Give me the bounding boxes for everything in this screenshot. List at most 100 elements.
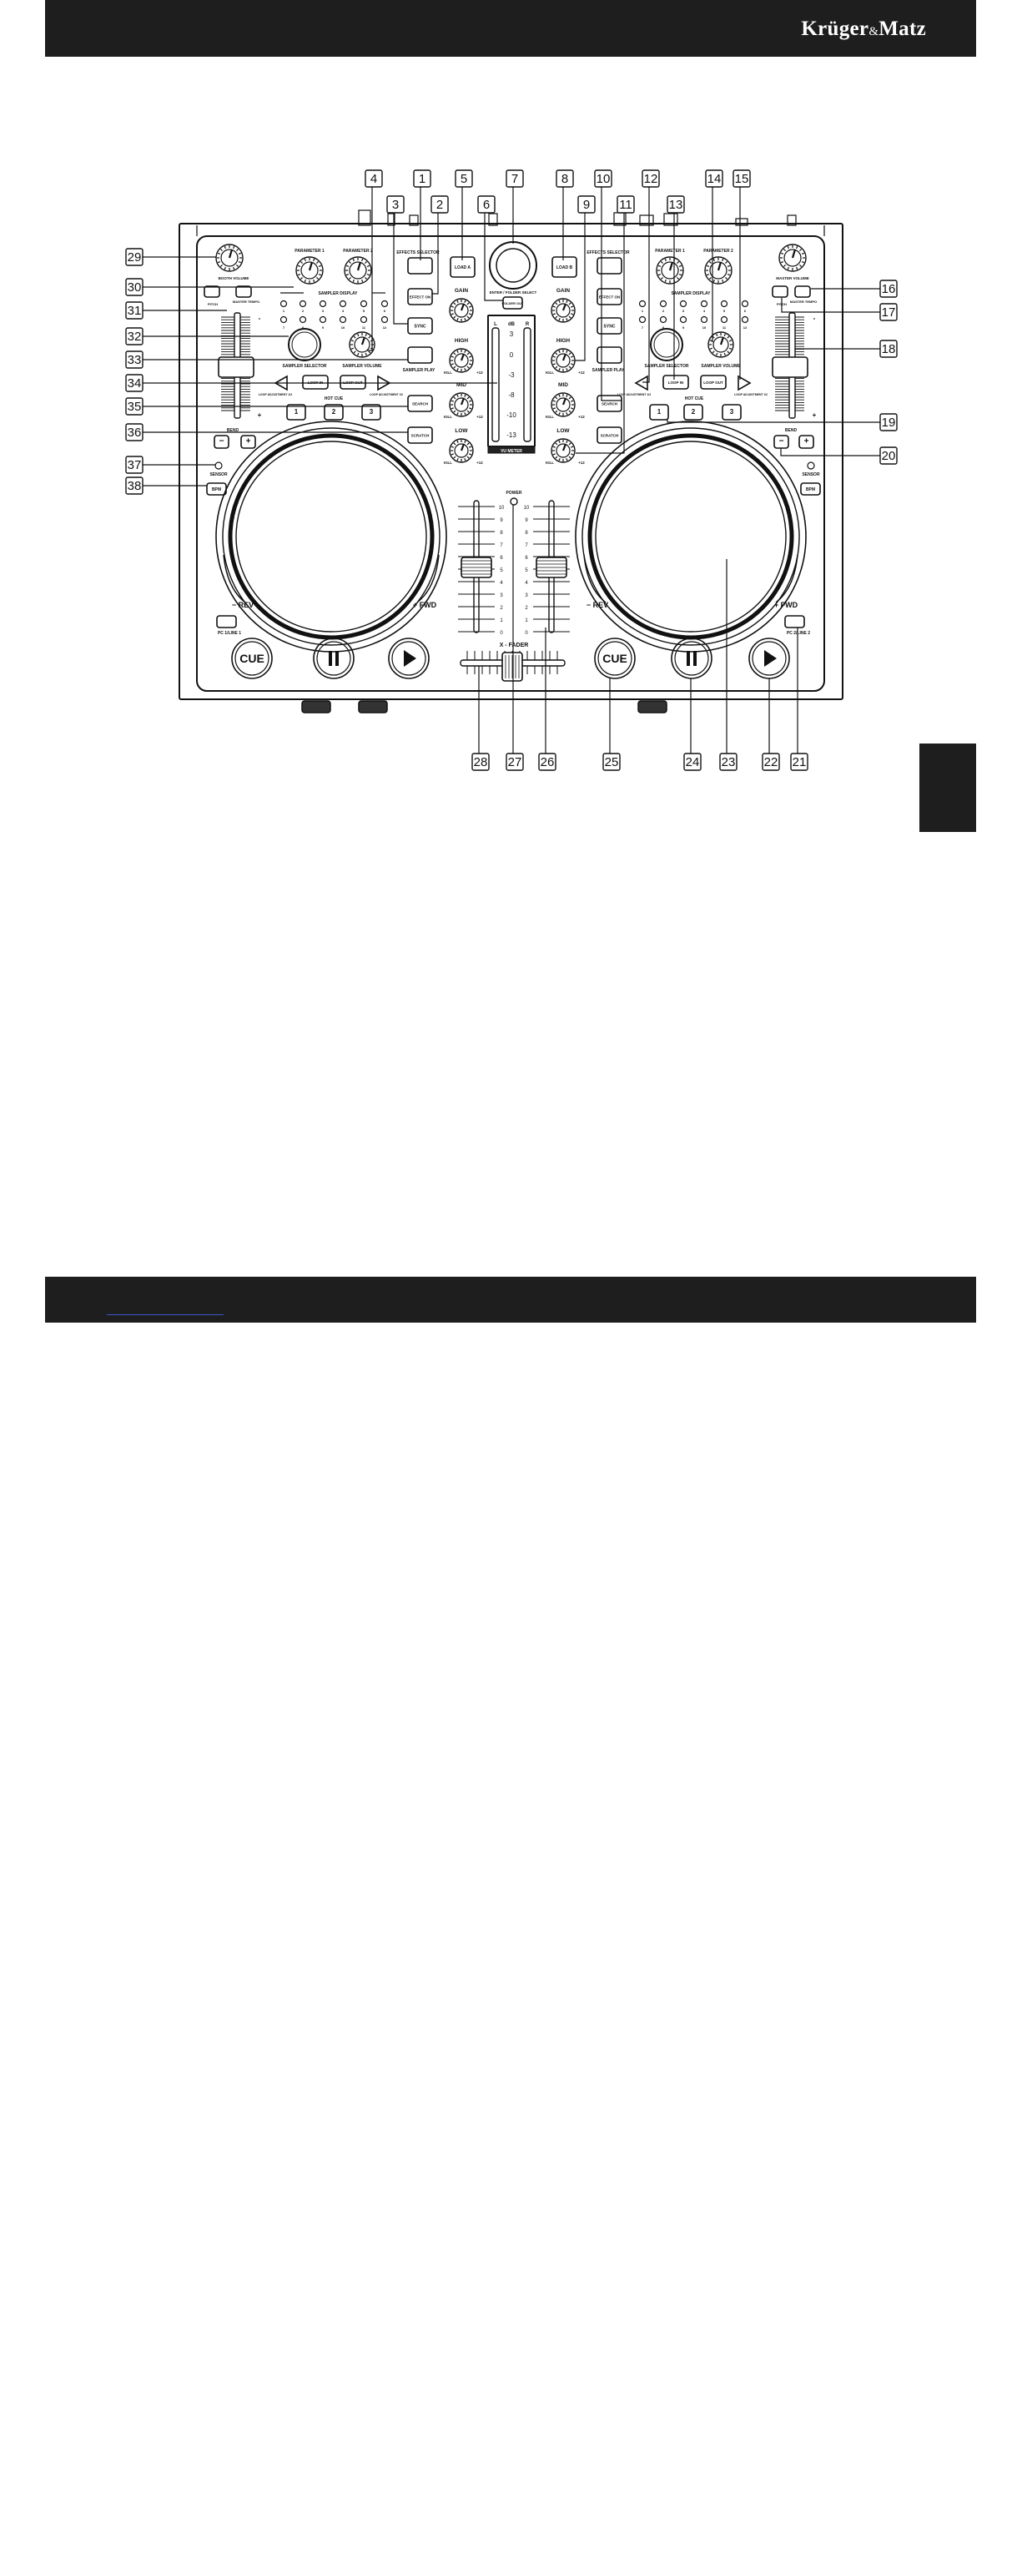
callout-number-10: 10 [597, 172, 611, 186]
fader-scale-right: 5 [525, 568, 528, 573]
mid-knob-a-grip [466, 396, 470, 400]
loop-out-button-left [340, 375, 366, 390]
pause-button-left-inner [316, 641, 351, 676]
callout-box-9 [577, 195, 596, 214]
callout-number-28: 28 [474, 755, 488, 769]
mid-knob-b-grip [558, 394, 561, 397]
parameter-1-knob-left-grip [313, 279, 315, 283]
parameter-2-knob-left-grip [345, 265, 350, 267]
callout-box-10 [594, 169, 612, 188]
bend-minus-right-label: − [779, 437, 784, 446]
low-label-b: LOW [556, 428, 570, 434]
mid-knob-a-grip [466, 410, 470, 413]
rear-connector [358, 209, 371, 226]
callout-box-12 [642, 169, 660, 188]
sampler-volume-knob-left-grip [353, 350, 356, 354]
sensor-led-left [214, 461, 223, 470]
jog-wheel-right-outer-ring [575, 421, 807, 653]
gain-knob-a-grip [453, 315, 456, 319]
callout-box-35 [125, 397, 143, 416]
play-button-left-outer [388, 638, 430, 679]
sampler-led-number: 6 [384, 309, 386, 313]
sampler-led-number: 1 [283, 309, 285, 313]
sampler-led-number: 3 [682, 309, 685, 313]
callout-number-38: 38 [128, 479, 142, 493]
sampler-volume-knob-right-cap [712, 336, 729, 353]
low-knob-a-grip [464, 458, 466, 461]
parameter-1-label-right: PARAMETER 1 [655, 249, 685, 254]
rear-connector [639, 214, 654, 226]
callout-box-16 [879, 280, 898, 298]
hot-cue-label-left: HOT CUE [325, 396, 344, 401]
mid-knob-b-grip [555, 396, 558, 400]
loop-adjust-left-arrow-right [634, 375, 648, 391]
parameter-1-knob-right-grip [660, 277, 663, 280]
callout-box-5 [455, 169, 473, 188]
mid-knob-a-grip [464, 412, 466, 416]
high-knob-a-grip [451, 363, 454, 365]
plus12-label-a: +12 [476, 415, 483, 419]
mid-knob-b-grip [566, 394, 568, 397]
kill-label-a: KILL [444, 461, 452, 465]
sampler-led-number: 7 [642, 325, 644, 330]
low-knob-b-grip [571, 453, 574, 456]
sync-button-right [597, 317, 622, 335]
master-volume-knob-grip [799, 265, 803, 268]
callout-box-18 [879, 340, 898, 358]
callout-box-31 [125, 301, 143, 320]
sampler-volume-knob-right-grip [727, 335, 730, 339]
callout-leader-17 [781, 298, 880, 313]
callout-box-17 [879, 303, 898, 321]
pitch-fader-cap-right [772, 356, 808, 378]
high-knob-a [449, 348, 474, 373]
vu-meter-left-bar [491, 327, 500, 442]
high-knob-b-grip [566, 350, 568, 353]
page-number-box [921, 2553, 972, 2576]
hot-cue-button-right-label: 2 [692, 408, 696, 416]
bend-label-left: BEND [227, 428, 239, 433]
callout-number-32: 32 [128, 330, 142, 344]
callout-leader-10 [601, 187, 622, 401]
sampler-led-number: 9 [682, 325, 685, 330]
hot-cue-button-left-label: 1 [295, 408, 299, 416]
callout-box-22 [762, 753, 780, 771]
high-knob-b-grip [552, 363, 556, 365]
mid-knob-b-grip [568, 396, 571, 400]
low-knob-a-grip [466, 442, 470, 446]
search-button-left [407, 395, 433, 412]
jog-wheel-right-surface [595, 441, 787, 633]
sampler-play-label-right: SAMPLER PLAY [592, 368, 625, 373]
callout-number-33: 33 [128, 353, 142, 367]
fader-scale-right: 10 [524, 506, 530, 511]
sampler-led [279, 300, 288, 308]
mid-knob-b-grip [571, 407, 574, 410]
sampler-led-number: 2 [662, 309, 665, 313]
callout-leader-12 [642, 187, 650, 383]
mid-knob-b-cap [556, 397, 571, 412]
booth-volume-knob-grip [217, 261, 221, 264]
sampler-volume-knob-left-pointer [360, 336, 366, 345]
x-fader-label: X - FADER [500, 643, 529, 648]
callout-box-7 [506, 169, 524, 188]
vu-scale-label: 0 [510, 351, 514, 359]
gain-knob-b-grip [571, 305, 574, 308]
high-knob-b-grip [558, 350, 561, 353]
sampler-led-number: 8 [662, 325, 665, 330]
parameter-2-knob-right-grip [708, 260, 712, 264]
gain-knob-a-grip [466, 315, 470, 319]
high-knob-a-grip [464, 350, 466, 353]
rubber-foot [358, 700, 388, 713]
high-knob-a-grip [466, 365, 470, 369]
callout-box-36 [125, 423, 143, 441]
callout-number-8: 8 [561, 172, 568, 186]
sensor-led-right [807, 461, 815, 470]
master-volume-knob-grip [780, 261, 784, 264]
callout-number-7: 7 [511, 172, 518, 186]
mid-knob-a-grip [451, 407, 454, 410]
hot-cue-button-left-label: 2 [332, 408, 336, 416]
sampler-volume-knob-right-grip [709, 347, 713, 350]
scratch-button-left [407, 426, 433, 444]
low-knob-b-cap [556, 443, 571, 458]
callout-box-27 [506, 753, 524, 771]
rev-arc-right [583, 554, 607, 603]
